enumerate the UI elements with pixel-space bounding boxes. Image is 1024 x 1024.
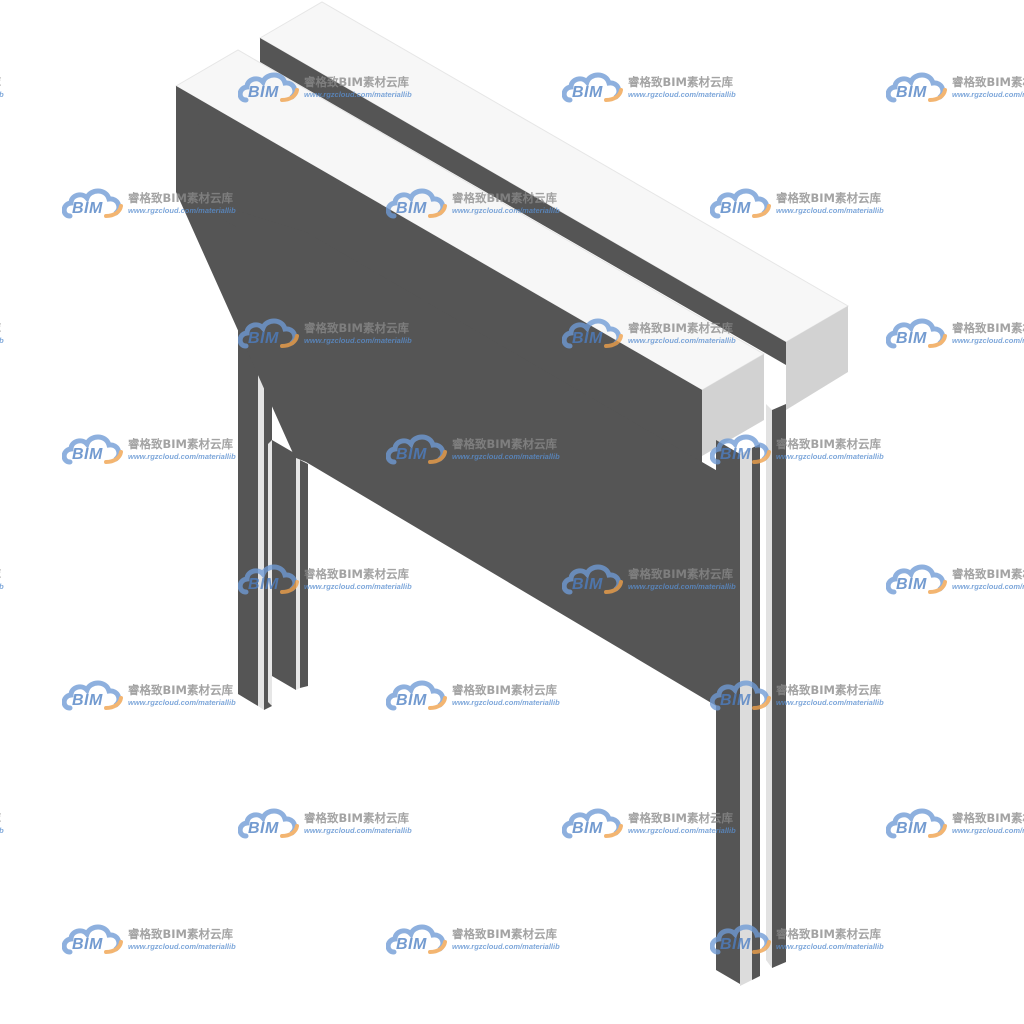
left-jamb-1 bbox=[272, 440, 296, 690]
rear-rail-front-face bbox=[260, 38, 786, 365]
left-jamb-2 bbox=[300, 460, 308, 688]
left-jamb-2-edge bbox=[296, 458, 300, 690]
front-panel-lower-left bbox=[176, 86, 238, 228]
right-post-rear-front bbox=[772, 404, 786, 968]
left-jamb-1-edge bbox=[268, 440, 272, 706]
front-rail-end-face bbox=[702, 354, 764, 456]
right-post-front-side bbox=[752, 444, 760, 980]
front-panel-upper bbox=[176, 86, 702, 462]
right-post-rear-edge bbox=[766, 404, 772, 968]
right-post-front-edge bbox=[740, 448, 752, 986]
front-panel-face bbox=[176, 86, 740, 720]
rear-rail-end-face bbox=[786, 306, 848, 410]
right-post-front bbox=[716, 440, 740, 984]
